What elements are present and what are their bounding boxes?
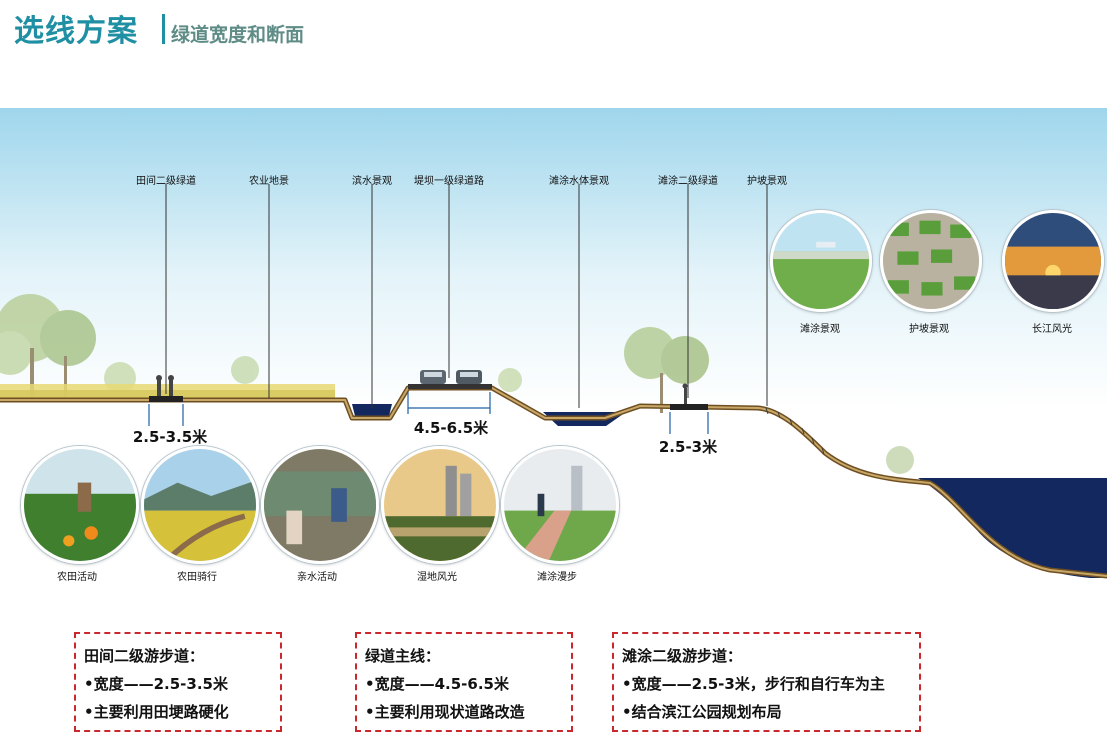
leader-lines xyxy=(165,184,768,408)
note-field-walkway: 田间二级游步道： •宽度——2.5-3.5米 •主要利用田埂路硬化 xyxy=(74,632,282,732)
note-title: 田间二级游步道： xyxy=(84,647,205,665)
field-walkway xyxy=(149,396,183,402)
photo-slope-landscape xyxy=(880,210,982,312)
note-title: 滩涂二级游步道： xyxy=(622,647,743,665)
farm-activity-image xyxy=(24,449,136,561)
revetment-hatch xyxy=(765,407,825,455)
beach-walkway xyxy=(670,404,708,410)
yangtze-scenery-image xyxy=(1005,213,1101,309)
caption-wetland-scenery: 湿地风光 xyxy=(417,572,457,583)
caption-farm-cycling: 农田骑行 xyxy=(177,572,217,583)
river-water xyxy=(918,478,1107,578)
note-detail: •结合滨江公园规划布局 xyxy=(622,703,782,721)
caption-yangtze-scenery: 长江风光 xyxy=(1032,324,1072,335)
vehicles xyxy=(420,370,482,384)
width-dam: 4.5-6.5米 xyxy=(413,419,489,437)
note-width: •宽度——2.5-3米，步行和自行车为主 xyxy=(622,675,885,693)
photo-farm-activity xyxy=(21,446,139,564)
pedestrians xyxy=(156,375,688,404)
caption-slope-landscape: 护坡景观 xyxy=(909,324,949,335)
caption-farm-activity: 农田活动 xyxy=(57,572,97,583)
dam-road xyxy=(408,384,492,389)
photo-water-activity xyxy=(261,446,379,564)
note-title: 绿道主线： xyxy=(365,647,441,665)
wetland-scenery-image xyxy=(384,449,496,561)
photo-wetland-scenery xyxy=(381,446,499,564)
caption-beach-walk: 滩涂漫步 xyxy=(537,572,577,583)
caption-beach-landscape: 滩涂景观 xyxy=(800,324,840,335)
label-beach-greenway: 滩涂二级绿道 xyxy=(658,176,718,187)
note-detail: •主要利用现状道路改造 xyxy=(365,703,525,721)
farm-cycling-image xyxy=(144,449,256,561)
background-trees xyxy=(0,294,914,474)
label-field-greenway: 田间二级绿道 xyxy=(136,176,196,187)
note-width: •宽度——2.5-3.5米 xyxy=(84,675,228,693)
label-waterfront: 滨水景观 xyxy=(352,176,392,187)
caption-water-activity: 亲水活动 xyxy=(297,572,337,583)
note-width: •宽度——4.5-6.5米 xyxy=(365,675,509,693)
label-beach-water: 滩涂水体景观 xyxy=(549,176,609,187)
photo-yangtze-scenery xyxy=(1002,210,1104,312)
label-agri-landscape: 农业地景 xyxy=(249,176,289,187)
label-dam-greenway: 堤坝一级绿道路 xyxy=(414,176,484,187)
beach-walk-image xyxy=(504,449,616,561)
page-title: 选线方案 xyxy=(14,14,138,49)
width-dimensions xyxy=(148,392,709,434)
note-detail: •主要利用田埂路硬化 xyxy=(84,703,229,721)
width-field: 2.5-3.5米 xyxy=(132,428,208,446)
width-beach: 2.5-3米 xyxy=(658,438,718,456)
note-main-greenway: 绿道主线： •宽度——4.5-6.5米 •主要利用现状道路改造 xyxy=(355,632,573,732)
photo-farm-cycling xyxy=(141,446,259,564)
slope-landscape-image xyxy=(883,213,979,309)
photo-beach-walk xyxy=(501,446,619,564)
label-slope-landscape: 护坡景观 xyxy=(747,176,787,187)
beach-landscape-image xyxy=(773,213,869,309)
water-activity-image xyxy=(264,449,376,561)
page-subtitle: 绿道宽度和断面 xyxy=(171,24,305,46)
title-divider xyxy=(162,14,165,44)
note-beach-walkway: 滩涂二级游步道： •宽度——2.5-3米，步行和自行车为主 •结合滨江公园规划布… xyxy=(612,632,921,732)
photo-beach-landscape xyxy=(770,210,872,312)
